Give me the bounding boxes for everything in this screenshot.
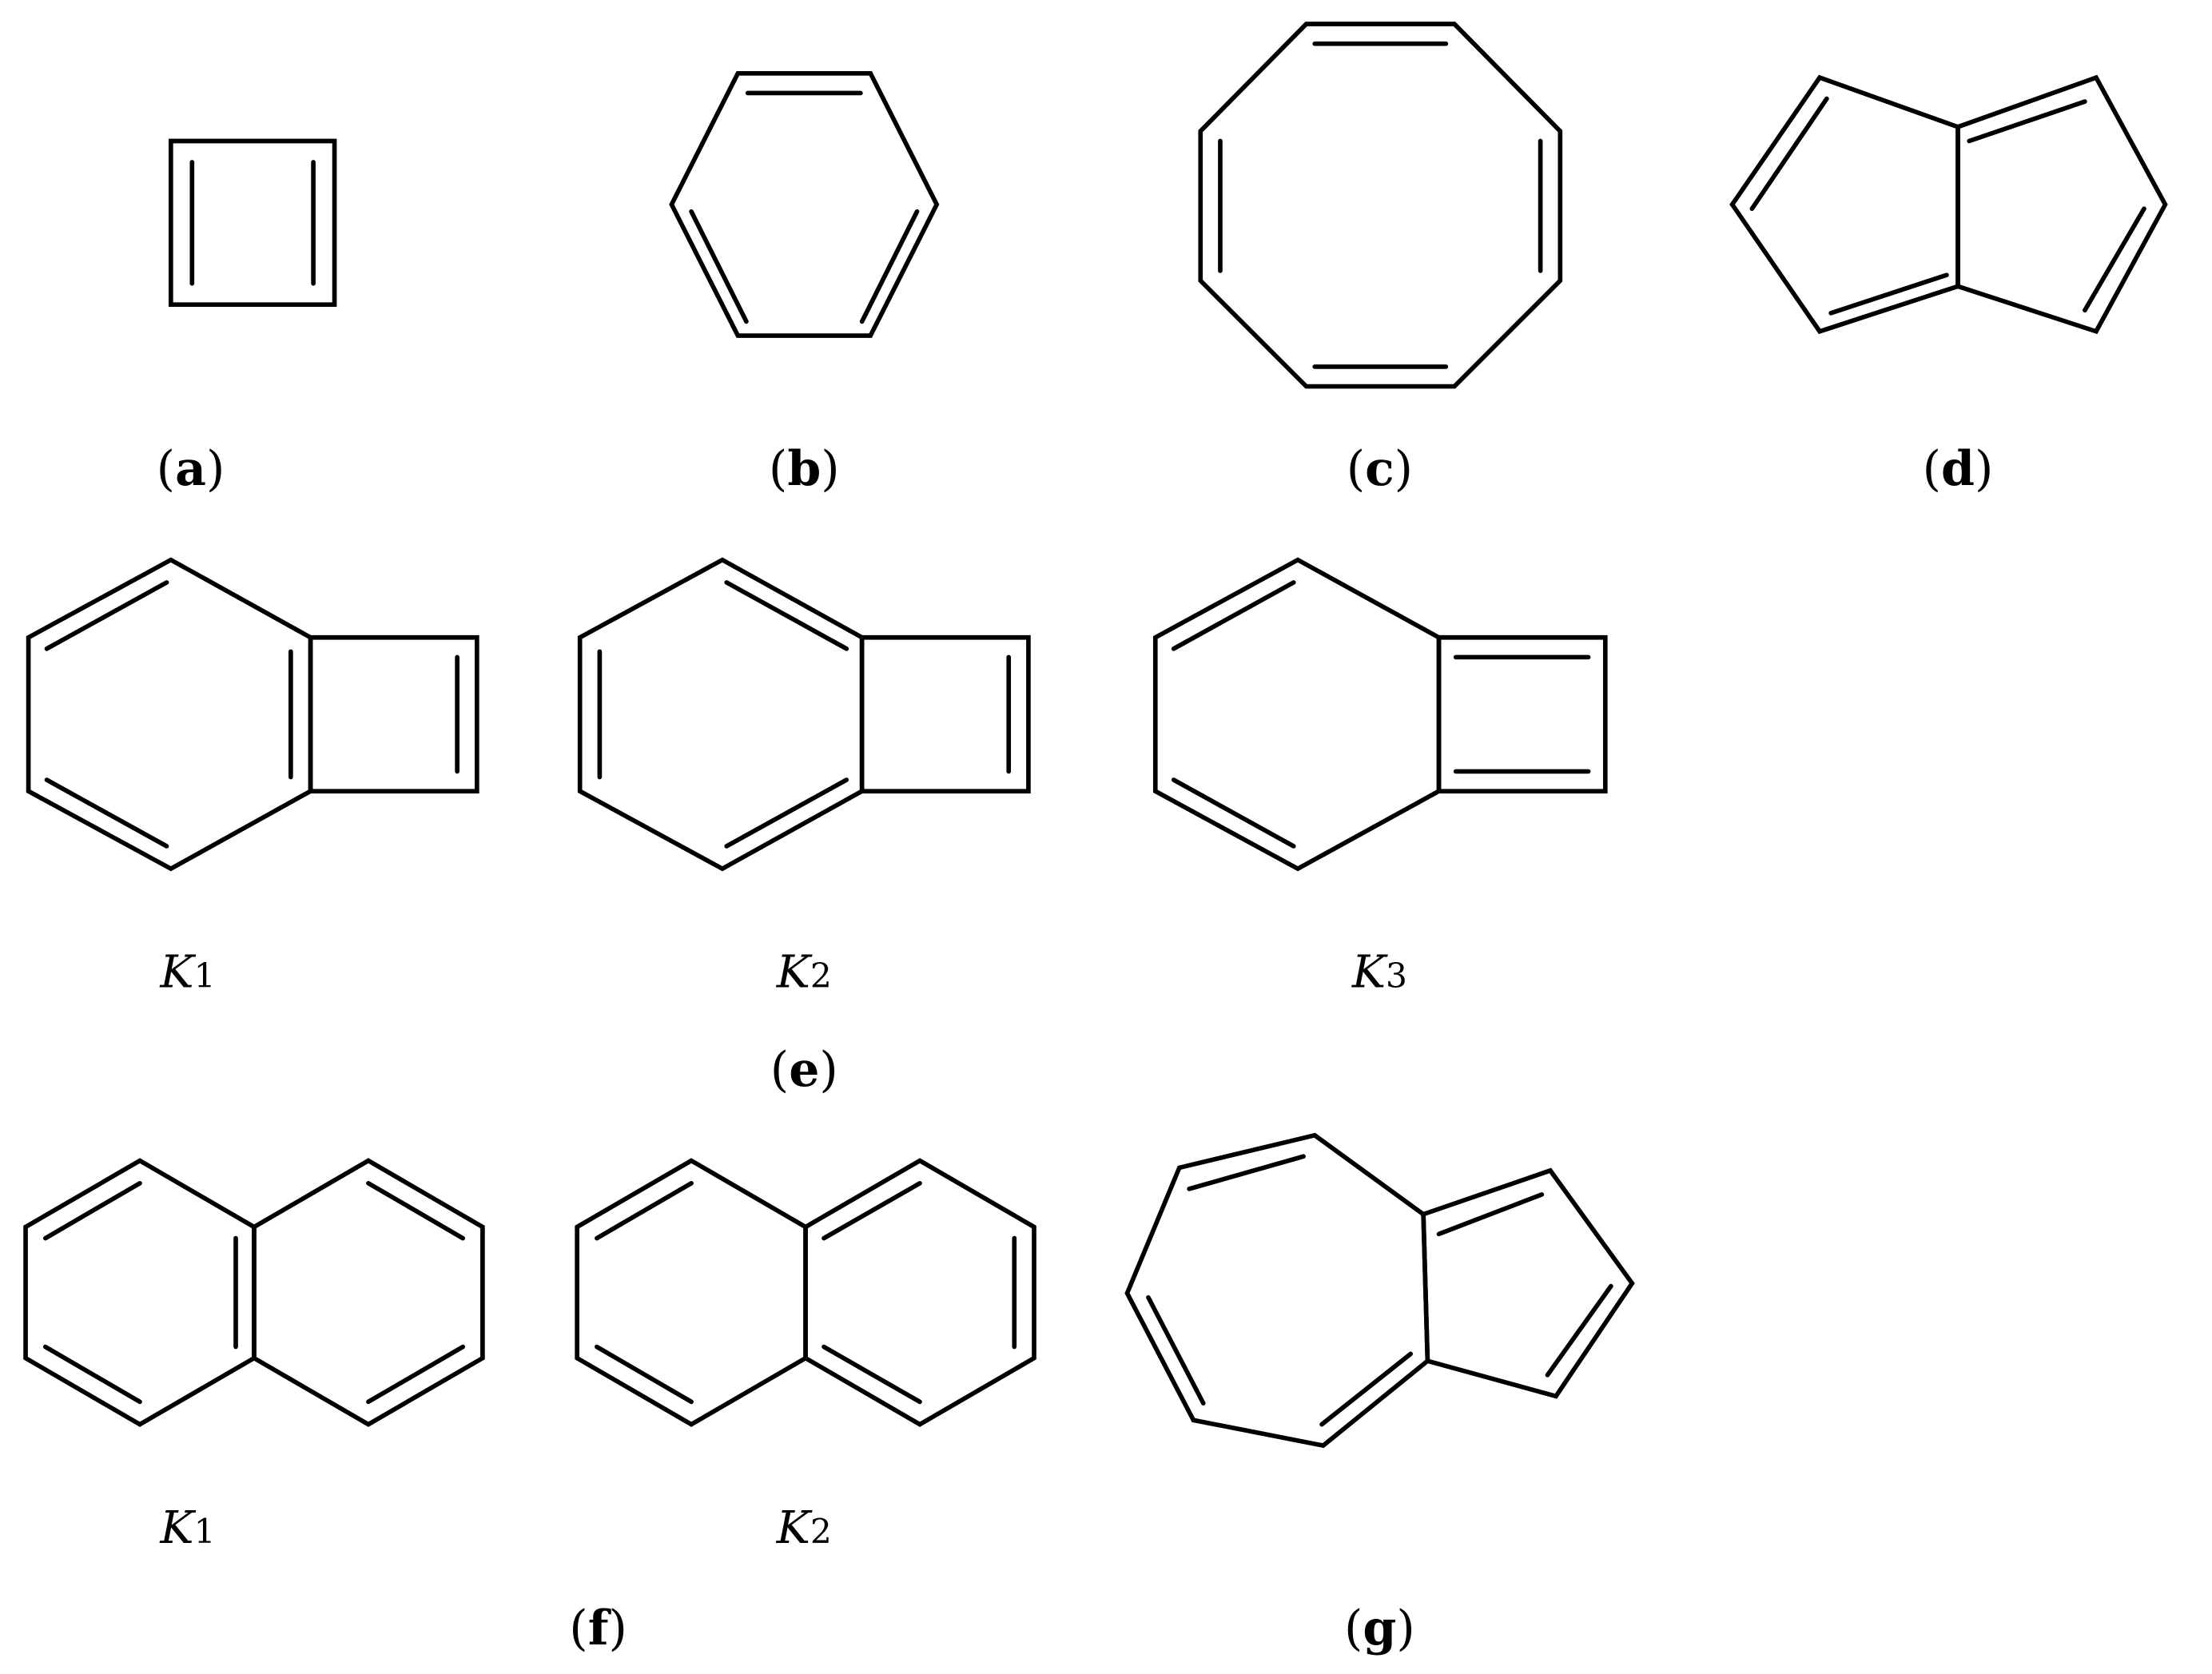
structure-b-benzene (669, 70, 940, 338)
label-e-k2: K2 (776, 946, 832, 998)
structure-e-k3 (1152, 557, 1608, 872)
structure-e-k1 (26, 557, 479, 872)
label-g: (g) (1344, 1600, 1415, 1656)
label-f-k2: K2 (776, 1502, 832, 1554)
label-a: (a) (157, 441, 225, 497)
structure-g-azulene (1124, 1132, 1635, 1449)
label-f: (f) (569, 1600, 627, 1656)
structure-d-pentalene (1729, 74, 2168, 335)
label-e: (e) (770, 1042, 838, 1098)
structure-a-cyclobutadiene (169, 138, 337, 308)
structure-c-cyclooctatetraene (1198, 22, 1563, 389)
structure-f-k1 (23, 1158, 485, 1427)
label-e-k1: K1 (159, 946, 215, 998)
label-e-k3: K3 (1351, 946, 1407, 998)
structure-f-k2 (575, 1158, 1036, 1427)
structure-e-k2 (577, 557, 1031, 872)
label-c: (c) (1347, 441, 1413, 497)
label-b: (b) (769, 441, 840, 497)
label-f-k1: K1 (159, 1502, 215, 1554)
label-d: (d) (1923, 441, 1994, 497)
